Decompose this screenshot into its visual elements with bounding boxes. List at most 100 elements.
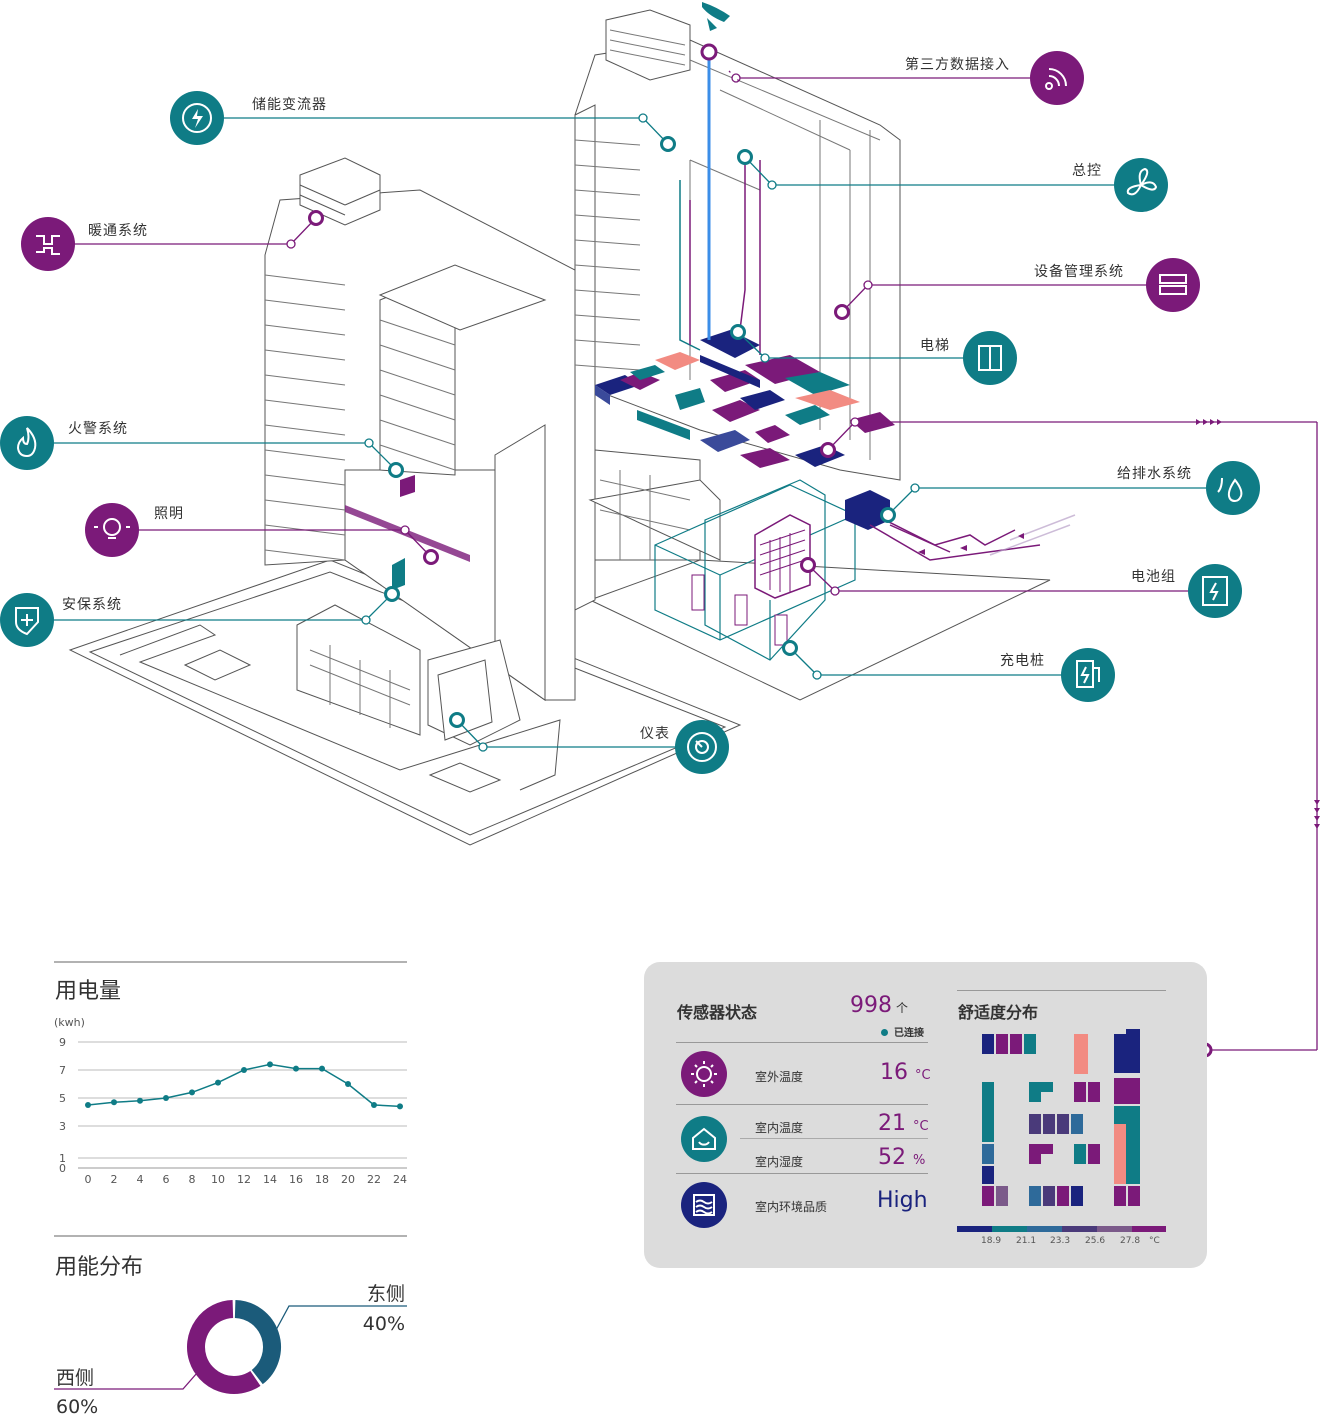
divider <box>676 1042 928 1043</box>
indoor-temp-label: 室内温度 <box>755 1121 804 1135</box>
outdoor-temp-label: 室外温度 <box>755 1070 804 1084</box>
y-tick-label: 5 <box>59 1092 66 1105</box>
air-quality-value: High <box>877 1188 928 1213</box>
mechanical-frame <box>654 479 856 661</box>
x-tick-label: 6 <box>163 1173 170 1186</box>
west-value: 60% <box>56 1396 99 1418</box>
x-tick-label: 22 <box>367 1173 381 1186</box>
data-point <box>137 1097 143 1104</box>
distribution-title: 用能分布 <box>55 1255 144 1280</box>
west-label: 西侧 <box>56 1367 95 1389</box>
x-tick-label: 14 <box>263 1173 277 1186</box>
label-charger: 充电桩 <box>1000 653 1045 669</box>
label-security: 安保系统 <box>62 597 122 613</box>
comfort-map <box>957 1029 1166 1232</box>
equipment-blocks <box>345 330 895 590</box>
divider <box>740 1138 928 1139</box>
meter-icon[interactable] <box>675 720 729 774</box>
east-label: 东侧 <box>366 1283 405 1305</box>
indoor-humidity-value: 52 % <box>878 1145 926 1170</box>
comfort-heatmap-cells <box>982 1029 1140 1206</box>
label-elevator: 电梯 <box>920 338 950 354</box>
label-lighting: 照明 <box>154 506 184 522</box>
shield-icon[interactable] <box>0 593 54 647</box>
pipe-icon[interactable] <box>21 217 75 271</box>
battery-icon[interactable] <box>1188 564 1242 618</box>
flame-icon[interactable] <box>0 416 54 470</box>
scale-label: 25.6 <box>1085 1236 1106 1246</box>
label-hvac: 暖通系统 <box>88 223 148 239</box>
label-master-control: 总控 <box>1072 163 1102 179</box>
data-point <box>163 1095 169 1101</box>
x-tick-label: 16 <box>289 1173 303 1186</box>
label-equipment: 设备管理系统 <box>1034 264 1124 280</box>
indoor-humidity-label: 室内湿度 <box>755 1155 804 1169</box>
ground-plate-left <box>68 559 742 846</box>
east-value: 40% <box>362 1313 405 1335</box>
data-point <box>397 1103 403 1110</box>
data-point <box>371 1102 377 1108</box>
data-point <box>293 1065 299 1072</box>
home-icon <box>681 1116 727 1162</box>
crosshair-markers <box>286 70 920 752</box>
wifi-icon[interactable] <box>1030 51 1084 105</box>
data-center-block <box>691 514 811 646</box>
elevator-icon[interactable] <box>963 331 1017 385</box>
drop-icon[interactable] <box>1206 461 1260 515</box>
scale-label: 23.3 <box>1050 1236 1071 1246</box>
y-tick-label: 0 <box>59 1162 66 1175</box>
bulb-icon[interactable] <box>85 503 139 557</box>
divider <box>676 1104 928 1105</box>
x-tick-label: 12 <box>237 1173 251 1186</box>
scale-label: 27.8 <box>1120 1236 1141 1246</box>
power-chart-unit: (kwh) <box>54 1016 85 1029</box>
data-point <box>85 1102 91 1108</box>
scale-label: °C <box>1149 1236 1160 1246</box>
label-meter: 仪表 <box>640 726 670 742</box>
scale-label: 18.9 <box>981 1236 1002 1246</box>
outdoor-temp-value: 16 °C <box>880 1060 931 1085</box>
fan-icon[interactable] <box>1114 158 1168 212</box>
left-building <box>264 157 576 746</box>
x-tick-label: 0 <box>85 1173 92 1186</box>
data-point <box>241 1067 247 1073</box>
bolt-icon[interactable] <box>170 91 224 145</box>
data-point <box>319 1065 325 1072</box>
divider <box>957 990 1166 991</box>
data-point <box>111 1099 117 1106</box>
comfort-scale <box>957 1226 1166 1232</box>
x-tick-label: 8 <box>189 1173 196 1186</box>
sun-icon <box>681 1051 727 1097</box>
label-pcs: 储能变流器 <box>252 97 327 113</box>
label-battery: 电池组 <box>1131 569 1176 585</box>
label-water: 给排水系统 <box>1117 466 1192 482</box>
donut-slice-west <box>187 1300 261 1394</box>
data-point <box>267 1061 273 1068</box>
left-building-floors <box>264 274 456 728</box>
satellite-dish-icon <box>700 2 730 61</box>
connected-status: 已连接 <box>881 1024 924 1039</box>
section-dividers <box>54 961 407 1237</box>
divider <box>676 1173 928 1174</box>
power-chart-title: 用电量 <box>55 979 122 1004</box>
x-tick-label: 24 <box>393 1173 407 1186</box>
x-tick-label: 18 <box>315 1173 329 1186</box>
server-icon[interactable] <box>1146 258 1200 312</box>
data-point <box>189 1089 195 1096</box>
donut-slice-east <box>234 1300 281 1385</box>
y-tick-label: 7 <box>59 1064 66 1077</box>
x-tick-label: 10 <box>211 1173 225 1186</box>
charger-icon[interactable] <box>1061 648 1115 702</box>
data-point <box>345 1081 351 1087</box>
node-markers <box>308 136 1213 1058</box>
ground-plate-right <box>588 559 1051 701</box>
y-tick-label: 3 <box>59 1120 66 1133</box>
scale-label: 21.1 <box>1016 1236 1037 1246</box>
y-tick-label: 1 <box>59 1152 66 1165</box>
indoor-temp-value: 21 °C <box>878 1111 929 1136</box>
air-quality-icon <box>681 1182 727 1228</box>
